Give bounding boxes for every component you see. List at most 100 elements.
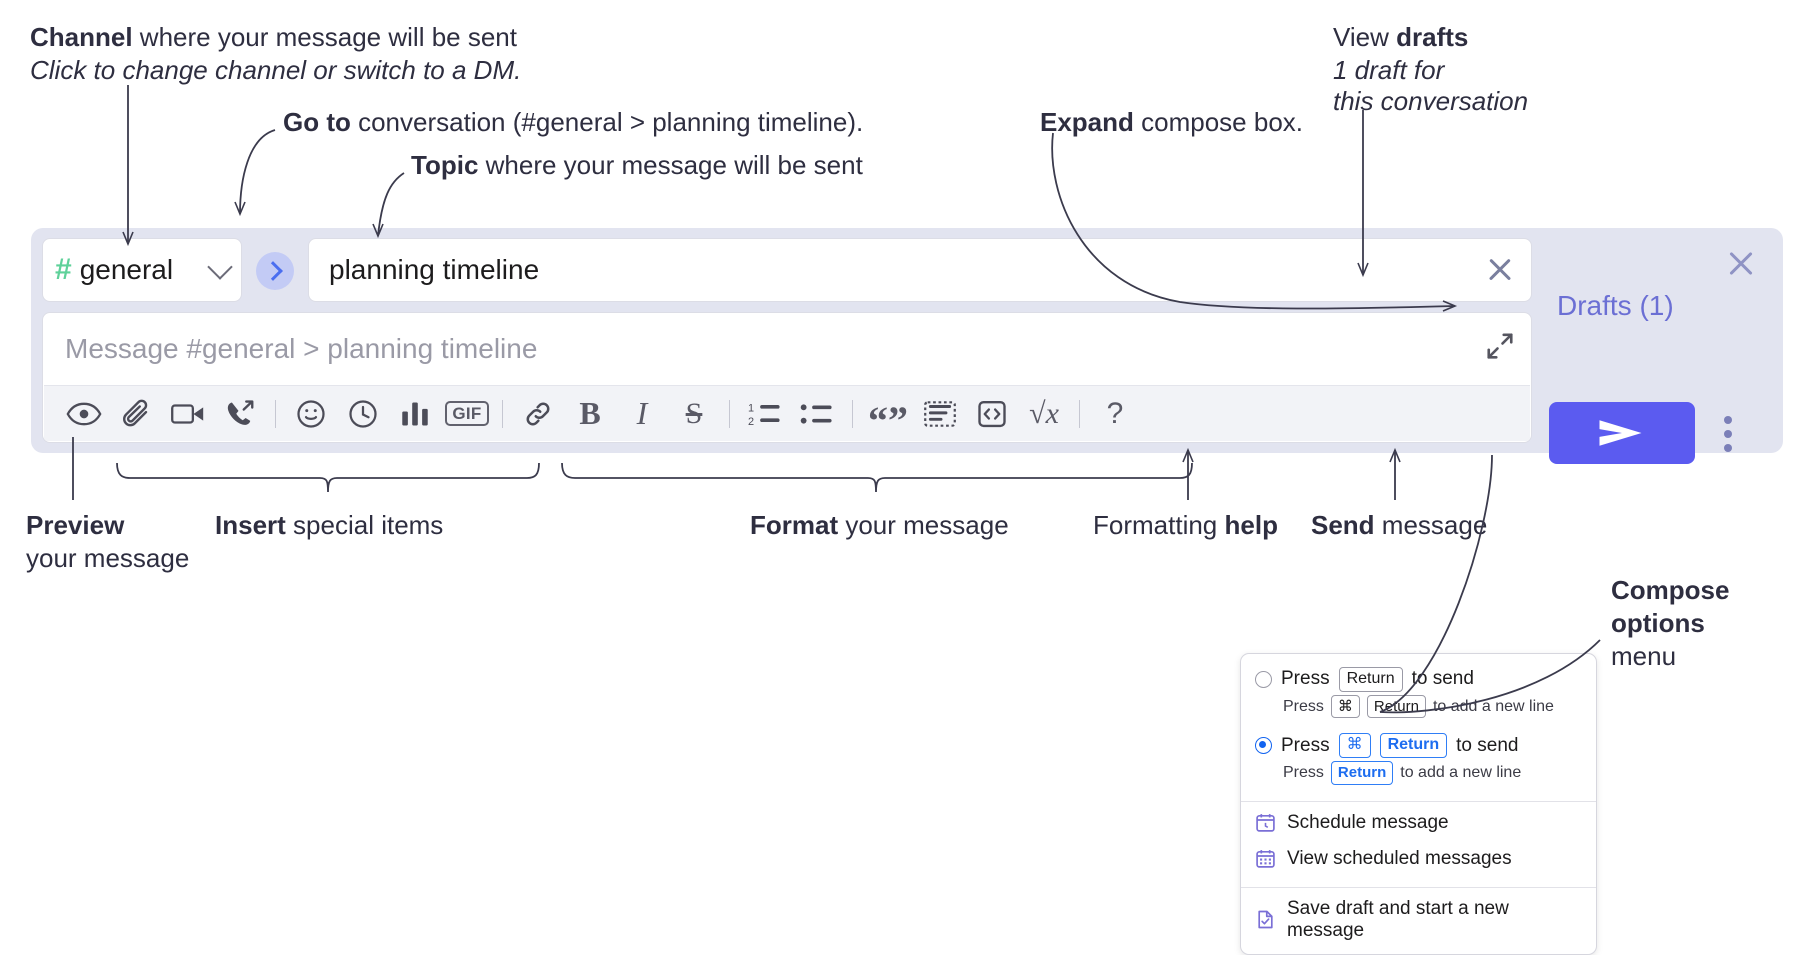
annotation-channel-strong: Channel bbox=[30, 22, 133, 52]
blockquote-button[interactable]: “” bbox=[862, 392, 914, 440]
chevron-down-icon bbox=[207, 254, 233, 280]
close-icon[interactable] bbox=[1725, 248, 1757, 280]
radio-0-sub-tail: to add a new line bbox=[1432, 697, 1554, 715]
separator-2 bbox=[502, 399, 503, 428]
send-paper-plane-icon bbox=[1599, 420, 1642, 446]
radio-0-sub-key-return: Return bbox=[1366, 694, 1426, 719]
menu-item-schedule-message[interactable]: Schedule message bbox=[1241, 802, 1596, 841]
annotation-insert: Insert special items bbox=[215, 510, 443, 542]
emoji-button[interactable] bbox=[285, 392, 337, 436]
annotation-drafts: View drafts bbox=[1333, 22, 1468, 54]
radio-1-key-cmd: ⌘ bbox=[1338, 733, 1371, 759]
radio-0-sub-key-cmd: ⌘ bbox=[1330, 694, 1360, 719]
strikethrough-icon: S bbox=[685, 396, 703, 430]
poll-button[interactable] bbox=[389, 392, 441, 436]
link-button[interactable] bbox=[512, 392, 564, 436]
annotation-compose-options-strong2: options bbox=[1611, 608, 1705, 638]
radio-icon-selected[interactable] bbox=[1255, 737, 1272, 755]
vertical-dots-icon-dot3 bbox=[1724, 444, 1732, 452]
radio-icon-unselected[interactable] bbox=[1255, 670, 1272, 688]
radio-1-tail: to send bbox=[1456, 734, 1519, 756]
compose-right-rail: Drafts (1) bbox=[1535, 228, 1783, 464]
separator-1 bbox=[275, 399, 276, 428]
compose-options-menu: Press Return to send Press ⌘ Return to a… bbox=[1240, 653, 1597, 955]
italic-button[interactable]: I bbox=[616, 392, 668, 436]
annotation-channel-rest: where your message will be sent bbox=[132, 22, 517, 52]
annotation-compose-options-2: options bbox=[1611, 608, 1705, 640]
annotation-drafts-lead: View bbox=[1333, 22, 1397, 52]
radio-1-sub-press: Press bbox=[1283, 763, 1324, 781]
code-block-button[interactable] bbox=[914, 392, 966, 436]
menu-item-view-scheduled-messages[interactable]: View scheduled messages bbox=[1241, 841, 1596, 880]
calendar-clock-icon bbox=[1256, 814, 1275, 832]
annotation-compose-options-1: Compose bbox=[1611, 575, 1729, 607]
ordered-list-button[interactable]: 1 2 bbox=[739, 392, 791, 436]
gif-button[interactable]: GIF bbox=[441, 392, 493, 436]
menu-item-save-draft[interactable]: Save draft and start a new message bbox=[1241, 888, 1596, 954]
annotation-format-strong: Format bbox=[750, 510, 839, 540]
radio-option-0-subtext: Press ⌘ Return to add a new line bbox=[1241, 694, 1596, 725]
vertical-dots-icon-dot1 bbox=[1724, 416, 1732, 424]
separator-3 bbox=[729, 399, 730, 428]
reminder-button[interactable] bbox=[337, 392, 389, 436]
menu-divider-1 bbox=[1241, 800, 1596, 802]
radio-option-cmd-return-to-send[interactable]: Press ⌘ Return to send bbox=[1241, 724, 1596, 760]
equation-button[interactable]: √x bbox=[1018, 392, 1070, 436]
radio-1-sub-key-return: Return bbox=[1330, 761, 1394, 785]
annotation-topic-strong: Topic bbox=[411, 150, 479, 180]
annotation-channel-sub: Click to change channel or switch to a D… bbox=[30, 55, 522, 85]
code-button[interactable] bbox=[966, 392, 1018, 436]
bulleted-list-button[interactable] bbox=[791, 392, 843, 436]
annotation-expand: Expand compose box. bbox=[1040, 107, 1303, 139]
annotation-help-strong: help bbox=[1224, 510, 1278, 540]
help-button[interactable]: ? bbox=[1089, 392, 1141, 436]
bold-button[interactable]: B bbox=[564, 392, 616, 436]
annotation-preview-strong: Preview bbox=[26, 510, 125, 540]
annotation-insert-rest: special items bbox=[285, 510, 444, 540]
annotation-compose-options-3: menu bbox=[1611, 641, 1677, 671]
italic-icon: I bbox=[636, 395, 648, 431]
annotation-topic: Topic where your message will be sent bbox=[411, 150, 863, 182]
send-button[interactable] bbox=[1549, 402, 1695, 464]
radio-option-1-subtext: Press Return to add a new line bbox=[1241, 760, 1596, 794]
radio-option-return-to-send[interactable]: Press Return to send bbox=[1241, 654, 1596, 694]
annotation-expand-rest: compose box. bbox=[1133, 107, 1304, 137]
goto-conversation-button[interactable] bbox=[256, 252, 294, 290]
calendar-grid-icon bbox=[1256, 850, 1275, 868]
audio-clip-button[interactable] bbox=[214, 392, 266, 436]
annotation-help: Formatting help bbox=[1093, 510, 1278, 542]
annotation-send: Send message bbox=[1311, 510, 1487, 542]
separator-5 bbox=[1079, 399, 1080, 428]
topic-clear-icon[interactable] bbox=[1483, 253, 1517, 287]
annotation-send-rest: message bbox=[1374, 510, 1488, 540]
annotation-preview: Preview bbox=[26, 510, 124, 542]
expand-icon[interactable] bbox=[1485, 331, 1515, 361]
channel-picker[interactable]: # general bbox=[42, 238, 242, 302]
annotation-goto-strong: Go to bbox=[283, 107, 351, 137]
bold-icon: B bbox=[579, 395, 601, 431]
annotation-send-strong: Send bbox=[1311, 510, 1375, 540]
annotation-insert-strong: Insert bbox=[215, 510, 286, 540]
message-input-box[interactable]: Message #general > planning timeline bbox=[42, 312, 1532, 443]
preview-button[interactable] bbox=[58, 392, 110, 436]
compose-inner: # general Message #general > planning ti… bbox=[42, 238, 1532, 443]
attach-button[interactable] bbox=[110, 392, 162, 436]
compose-header-row: # general bbox=[42, 238, 1532, 302]
svg-text:2: 2 bbox=[748, 415, 754, 427]
strikethrough-button[interactable]: S bbox=[668, 392, 720, 436]
annotation-expand-strong: Expand bbox=[1040, 107, 1134, 137]
radio-1-press: Press bbox=[1281, 734, 1330, 756]
annotation-goto-rest: conversation (#general > planning timeli… bbox=[350, 107, 864, 137]
menu-item-save-draft-label: Save draft and start a new message bbox=[1287, 897, 1509, 941]
annotation-goto: Go to conversation (#general > planning … bbox=[283, 107, 863, 139]
annotation-format-rest: your message bbox=[838, 510, 1009, 540]
compose-options-button[interactable] bbox=[1713, 414, 1743, 454]
annotation-help-lead: Formatting bbox=[1093, 510, 1225, 540]
question-mark-icon: ? bbox=[1106, 396, 1124, 430]
video-clip-button[interactable] bbox=[162, 392, 214, 436]
drafts-link[interactable]: Drafts (1) bbox=[1557, 290, 1674, 321]
topic-input[interactable] bbox=[327, 253, 1483, 287]
hash-icon: # bbox=[55, 253, 72, 286]
vertical-dots-icon-dot2 bbox=[1724, 430, 1732, 438]
